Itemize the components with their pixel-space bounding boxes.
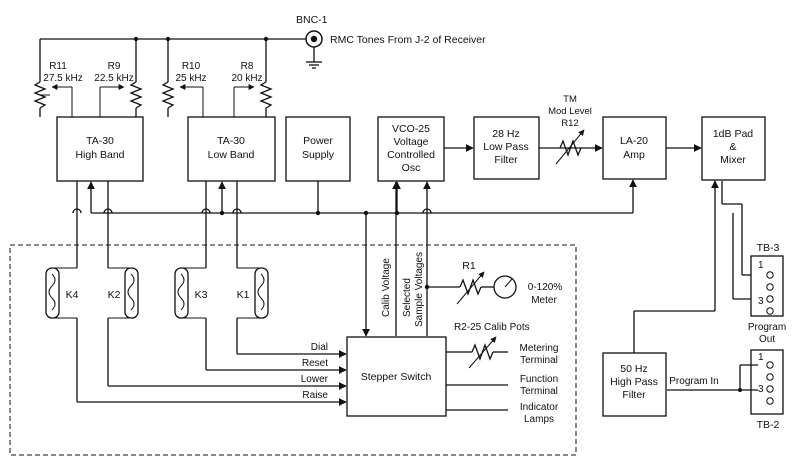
- low-pass-filter-block: [473, 116, 540, 180]
- input-lower-label: Lower: [301, 374, 329, 385]
- relay-k3: [174, 267, 206, 319]
- mod-level-line2: Mod Level: [548, 106, 592, 117]
- ta30-low-line2: Low Band: [208, 149, 255, 161]
- hpf-line3: Filter: [622, 389, 646, 401]
- relay-k1-label: K1: [237, 289, 250, 301]
- hpf-line1: 50 Hz: [620, 363, 647, 375]
- tb3-pin3: 3: [758, 296, 764, 307]
- relay-k2: [108, 267, 139, 319]
- vco-line2: Voltage: [393, 136, 428, 148]
- la20-line2: Amp: [623, 149, 645, 161]
- calib-voltage-label: Calib Voltage: [381, 258, 392, 317]
- pad-line2: &: [729, 141, 736, 153]
- mod-level-line1: TM: [563, 94, 577, 105]
- input-dial-label: Dial: [311, 342, 328, 353]
- vco-line1: VCO-25: [392, 123, 430, 135]
- relay-k3-label: K3: [195, 289, 208, 301]
- tb2-pin3: 3: [758, 384, 764, 395]
- pad-line3: Mixer: [720, 154, 746, 166]
- relay-k1: [237, 267, 269, 319]
- indicator-line2: Lamps: [524, 414, 554, 425]
- pot-r8-ref: R8: [241, 61, 254, 72]
- hpf-line2: High Pass: [610, 376, 658, 388]
- input-bus: [39, 36, 306, 82]
- tb2-pin1: 1: [758, 352, 764, 363]
- metering-line1: Metering: [520, 343, 559, 354]
- mixer-to-tb3-wire: [721, 181, 758, 300]
- vco-switch-wiring: [362, 181, 460, 337]
- ta30-low-line1: TA-30: [217, 135, 245, 147]
- pot-r9-ref: R9: [108, 61, 121, 72]
- pot-r11-freq: 27.5 kHz: [43, 73, 82, 84]
- relay-wiring: [72, 181, 347, 406]
- stepper-switch-block: [346, 336, 447, 417]
- pot-r8-freq: 20 kHz: [231, 73, 262, 84]
- tb3-pin1: 1: [758, 260, 764, 271]
- relay-k4: [45, 267, 77, 319]
- program-in-wire: [667, 364, 758, 392]
- pot-r11-ref: R11: [49, 61, 67, 72]
- input-reset-label: Reset: [302, 358, 328, 369]
- tb3-caption-line2: Out: [759, 334, 775, 345]
- bnc-connector: [305, 30, 323, 69]
- bnc-caption: RMC Tones From J-2 of Receiver: [330, 34, 486, 46]
- pot-r10-ref: R10: [182, 61, 201, 72]
- power-line1: Power: [303, 135, 333, 147]
- lpf-line3: Filter: [494, 154, 518, 166]
- mod-level-resistor-r12: [555, 129, 585, 165]
- function-line1: Function: [520, 374, 558, 385]
- meter-icon: [493, 275, 517, 299]
- pad-mixer-block: [701, 116, 766, 181]
- indicator-line1: Indicator: [520, 402, 559, 413]
- tb3-label: TB-3: [757, 242, 780, 254]
- pad-line1: 1dB Pad: [713, 128, 753, 140]
- r1-resistor: [456, 271, 494, 305]
- vco-line4: Osc: [402, 162, 421, 174]
- lpf-line1: 28 Hz: [492, 128, 519, 140]
- sample-voltages-label: Sample Voltages: [414, 252, 425, 327]
- power-line2: Supply: [302, 149, 335, 161]
- relay-k4-label: K4: [66, 289, 79, 301]
- r1-label: R1: [462, 260, 476, 272]
- vco-block: [377, 116, 445, 182]
- la20-line1: LA-20: [620, 135, 648, 147]
- input-raise-label: Raise: [302, 390, 328, 401]
- function-line2: Terminal: [520, 386, 558, 397]
- program-in-label: Program In: [669, 376, 718, 387]
- meter-line2: Meter: [531, 295, 557, 306]
- control-unit-enclosure: [9, 244, 577, 456]
- tb2-terminal-block: [750, 349, 784, 415]
- mod-level-line3: R12: [561, 118, 578, 129]
- meter-line1: 0-120%: [528, 282, 563, 293]
- bnc-label: BNC-1: [296, 14, 328, 26]
- ta30-high-line1: TA-30: [86, 135, 114, 147]
- calib-pots-label: R2-25 Calib Pots: [454, 322, 530, 333]
- stepper-label: Stepper Switch: [361, 371, 432, 383]
- la20-amp-block: [602, 116, 667, 180]
- tb3-terminal-block: [750, 255, 784, 317]
- pot-r9-freq: 22.5 kHz: [94, 73, 133, 84]
- hpf-to-mixer-wire: [633, 180, 719, 353]
- calib-pots-resistor: [446, 336, 508, 369]
- ta30-low-band-block: [187, 116, 276, 182]
- tb3-caption-line1: Program: [748, 322, 786, 333]
- pot-r10-freq: 25 kHz: [175, 73, 206, 84]
- metering-line2: Terminal: [520, 355, 558, 366]
- lpf-line2: Low Pass: [483, 141, 529, 153]
- relay-k2-label: K2: [108, 289, 121, 301]
- selected-label: Selected: [402, 278, 413, 317]
- vco-line3: Controlled: [387, 149, 435, 161]
- tb2-label: TB-2: [757, 419, 780, 431]
- ta30-high-band-block: [56, 116, 144, 182]
- high-pass-filter-block: [602, 352, 667, 417]
- ta30-high-line2: High Band: [75, 149, 124, 161]
- power-bus: [87, 179, 637, 216]
